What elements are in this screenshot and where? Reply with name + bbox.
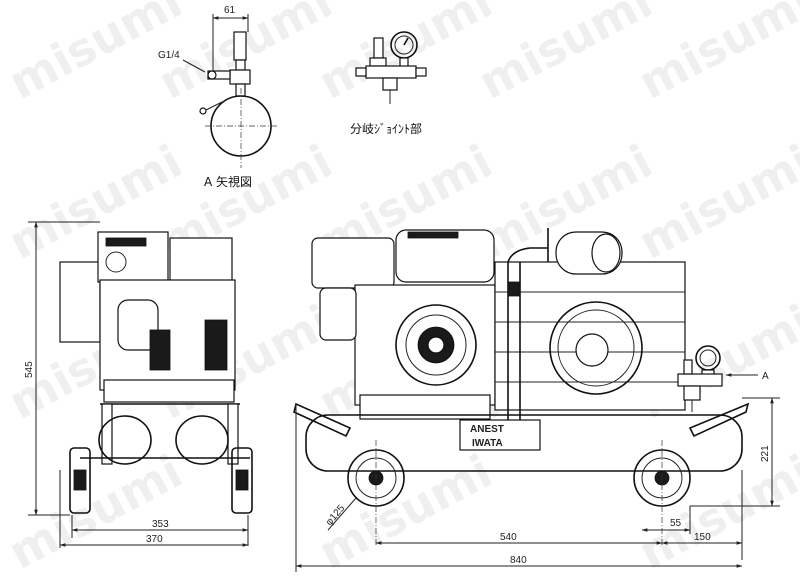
thread-label: G1/4 <box>158 50 180 61</box>
dim-150: 150 <box>694 532 711 543</box>
dim-55: 55 <box>670 518 682 529</box>
dim-353: 353 <box>152 519 169 530</box>
dim-545: 545 <box>24 361 35 378</box>
dim-221: 221 <box>760 445 771 462</box>
dim-370: 370 <box>146 534 163 545</box>
watermark-text: misumi <box>630 134 800 270</box>
arrow-a-label: A <box>762 371 769 382</box>
side-view: 545 353 370 <box>24 221 253 548</box>
view-a-detail: 61 G1/4 <box>158 5 277 168</box>
brand-line2: IWATA <box>472 438 503 449</box>
dim-61: 61 <box>224 5 236 16</box>
branch-joint-detail <box>355 31 427 104</box>
watermark-text: misumi <box>0 444 191 580</box>
view-a-title: A 矢視図 <box>204 174 252 189</box>
brand-line1: ANEST <box>470 424 504 435</box>
dim-840: 840 <box>510 555 527 566</box>
front-view: A ANEST IWATA φ125 221 55 540 <box>293 228 780 572</box>
branch-joint-title: 分岐ｼﾞｮｲﾝﾄ部 <box>350 121 422 136</box>
watermark-text: misumi <box>470 0 661 110</box>
watermark-text: misumi <box>310 0 501 110</box>
dim-540: 540 <box>500 532 517 543</box>
watermark-text: misumi <box>630 444 800 580</box>
